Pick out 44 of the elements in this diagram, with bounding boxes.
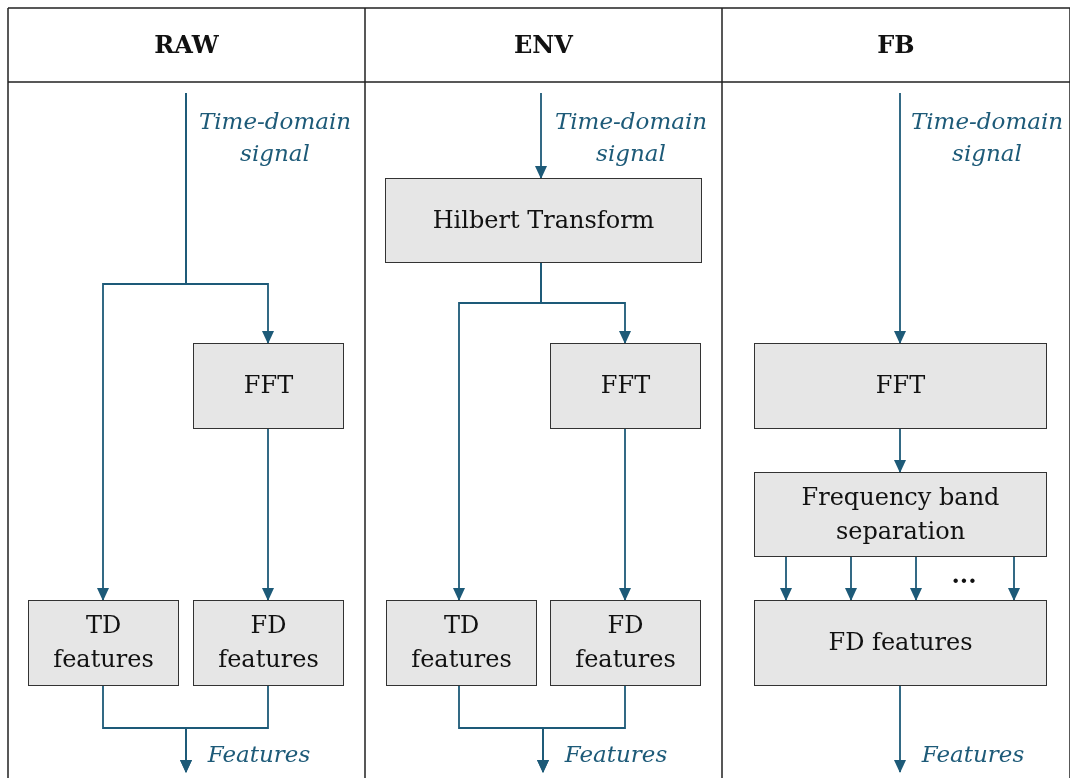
arrow — [894, 92, 906, 344]
process-box — [550, 600, 701, 686]
process-box — [386, 600, 537, 686]
output-label: Features — [207, 739, 311, 769]
box-label: Frequency band separation — [800, 481, 1001, 547]
arrow — [1008, 556, 1020, 601]
arrow — [619, 428, 631, 601]
box-label: FD features — [828, 627, 973, 659]
output-label: Features — [921, 739, 1025, 769]
arrow — [894, 428, 906, 473]
signal-label: Time-domain signal — [553, 106, 709, 168]
process-box — [385, 178, 702, 263]
arrow — [262, 428, 274, 601]
arrow — [910, 556, 922, 601]
arrow — [535, 92, 547, 179]
box-label: TD features — [52, 610, 155, 675]
arrow — [537, 685, 626, 773]
process-box — [193, 600, 344, 686]
process-box — [28, 600, 179, 686]
box-label: Hilbert Transform — [432, 204, 655, 236]
output-label: Features — [564, 739, 668, 769]
arrow — [97, 92, 187, 601]
box-label: FFT — [243, 370, 294, 402]
column-header: RAW — [154, 29, 219, 62]
arrow — [780, 556, 792, 601]
arrow — [845, 556, 857, 601]
box-label: FFT — [600, 370, 651, 402]
arrow — [894, 685, 906, 773]
signal-label: Time-domain signal — [197, 106, 353, 168]
column-header: ENV — [514, 29, 573, 62]
box-label: FFT — [875, 370, 926, 402]
arrow — [180, 685, 269, 773]
box-label: FD features — [217, 610, 320, 675]
arrow — [453, 262, 542, 601]
column-header: FB — [877, 29, 915, 62]
process-box — [754, 600, 1047, 686]
signal-label: Time-domain signal — [909, 106, 1065, 168]
box-label: TD features — [410, 610, 513, 675]
process-box — [754, 343, 1047, 429]
process-box — [754, 472, 1047, 557]
process-box — [550, 343, 701, 429]
process-box — [193, 343, 344, 429]
box-label: FD features — [574, 610, 677, 675]
ellipsis-label: ... — [951, 559, 977, 592]
